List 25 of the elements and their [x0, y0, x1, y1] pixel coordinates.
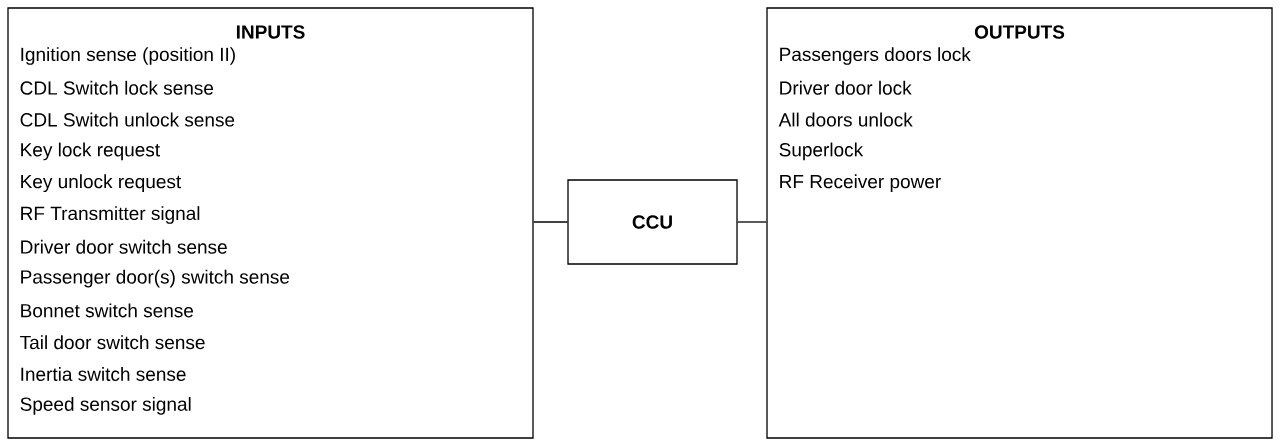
list-item: Ignition sense (position II)	[21, 47, 235, 65]
control-unit-box	[567, 179, 738, 265]
list-item: Speed sensor signal	[20, 396, 191, 415]
list-item: Passengers doors lock	[780, 47, 971, 65]
list-item: Driver door lock	[780, 80, 912, 95]
list-item: Tail door switch sense	[20, 335, 205, 350]
inputs-box	[7, 7, 534, 439]
list-item: All doors unlock	[778, 112, 913, 127]
list-item: Passenger door(s) switch sense	[21, 269, 290, 288]
list-item: RF Transmitter signal	[21, 206, 200, 224]
list-item: Key lock request	[21, 142, 160, 161]
box-heading: OUTPUTS	[974, 25, 1065, 39]
list-item: Key unlock request	[21, 174, 182, 193]
list-item: Superlock	[779, 142, 864, 161]
connector-line	[533, 221, 568, 223]
box-label: CCU	[632, 215, 672, 229]
list-item: Driver door switch sense	[21, 239, 227, 254]
list-item: CDL Switch unlock sense	[20, 112, 235, 127]
outputs-box	[766, 7, 1273, 439]
list-item: CDL Switch lock sense	[20, 80, 214, 95]
connector-line	[737, 221, 767, 223]
list-item: Inertia switch sense	[21, 367, 186, 381]
box-heading: INPUTS	[236, 25, 305, 39]
list-item: RF Receiver power	[780, 174, 941, 193]
list-item: Bonnet switch sense	[21, 303, 194, 318]
